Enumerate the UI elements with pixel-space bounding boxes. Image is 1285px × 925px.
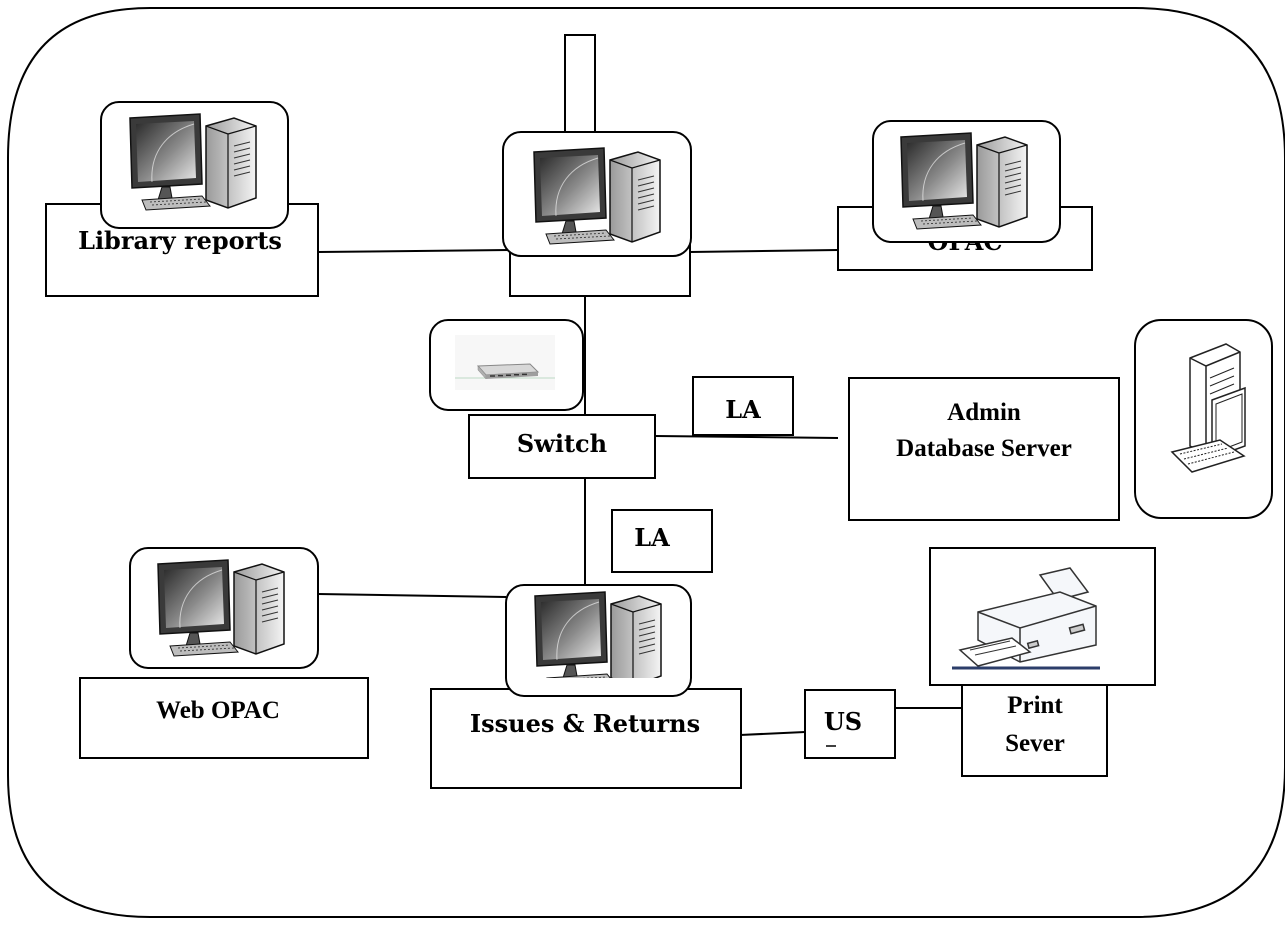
issues-returns-box: [430, 688, 742, 789]
outer-border: [7, 7, 1285, 918]
link-label-la-admin: LA: [725, 395, 761, 424]
network-links: [317, 249, 962, 736]
switch-box: [468, 414, 656, 479]
print-server-label-line2: Sever: [1005, 730, 1065, 757]
print-server-box: [961, 671, 1108, 777]
link-issues-us: [739, 731, 806, 736]
switch-label: Switch: [517, 429, 607, 458]
link-label-box-la-issues: [611, 509, 713, 573]
web-opac-box: [79, 677, 369, 759]
print-server-label-line1: Print: [1007, 692, 1063, 719]
link-label-la-issues: LA: [634, 523, 670, 552]
network-switch-icon: [455, 335, 555, 390]
issues-returns-node: Issues & Returns: [430, 584, 742, 789]
library-reports-label: Library reports: [78, 226, 282, 255]
web-opac-label: Web OPAC: [156, 697, 280, 724]
uplink-box: [564, 34, 596, 136]
link-central-opac: [689, 249, 839, 253]
web-opac-node: Web OPAC: [79, 547, 369, 759]
issues-returns-label: Issues & Returns: [470, 709, 700, 738]
link-label-box-us: [804, 689, 896, 759]
central-node: [502, 131, 692, 297]
printer-icon: [952, 567, 1100, 670]
admin-server-box: [848, 377, 1120, 521]
link-label-us: US: [824, 707, 862, 736]
print-server-node: Print Sever: [929, 547, 1156, 777]
link-label-box-la-admin: [692, 376, 794, 436]
switch-node: Switch: [429, 319, 656, 479]
admin-server-label-line1: Admin: [947, 399, 1021, 426]
admin-server-label-line2: Database Server: [896, 435, 1072, 462]
admin-server-node: Admin Database Server: [848, 319, 1273, 521]
opac-node: OPAC: [837, 120, 1093, 271]
server-tower-icon: [1170, 343, 1246, 473]
link-webopac-issues: [317, 593, 507, 598]
link-library-central: [317, 249, 511, 253]
library-reports-node: Library reports: [45, 101, 319, 297]
link-switch-admin: [654, 435, 839, 439]
